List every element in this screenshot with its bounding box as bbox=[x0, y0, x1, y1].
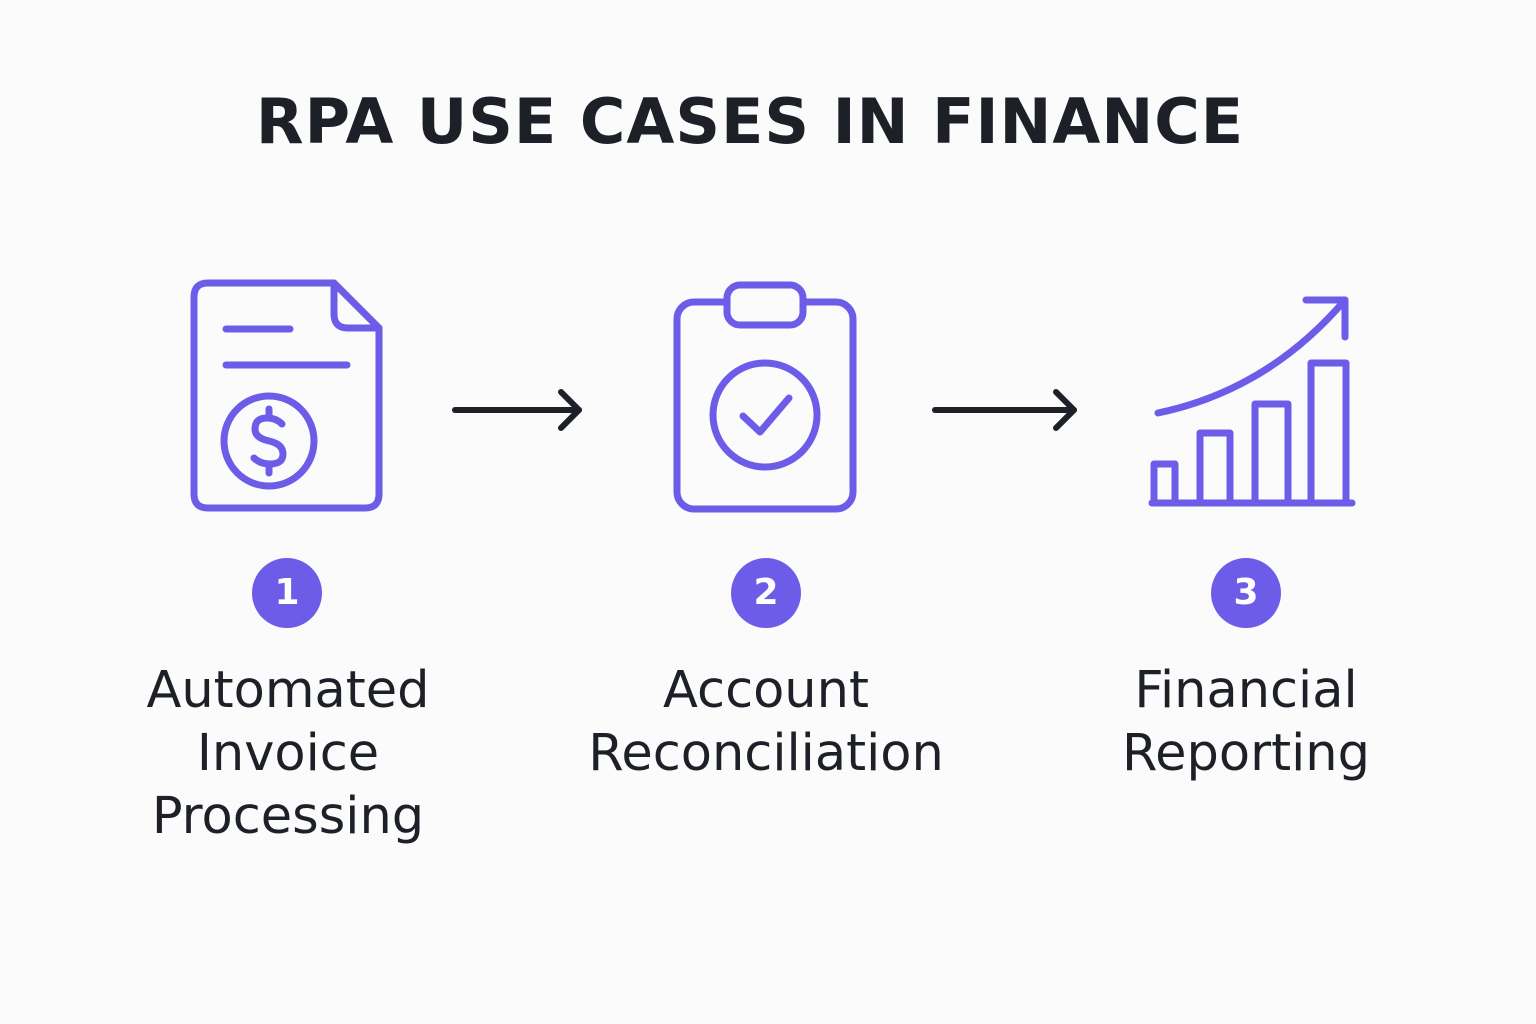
step-label-line: Processing bbox=[151, 787, 425, 846]
clipboard-check-icon bbox=[673, 281, 857, 513]
step-label-line: Automated bbox=[146, 661, 430, 720]
invoice-dollar-icon bbox=[190, 279, 383, 512]
step-label-line: Invoice bbox=[196, 724, 380, 783]
step-number-badge: 2 bbox=[731, 558, 801, 628]
growth-chart-icon bbox=[1148, 296, 1356, 507]
step-label-line: Reporting bbox=[1122, 724, 1370, 783]
step-label-line: Reconciliation bbox=[588, 724, 944, 783]
page-title: RPA USE CASES IN FINANCE bbox=[255, 85, 1245, 158]
step-label: Financial Reporting bbox=[1036, 659, 1456, 785]
step-number-badge: 1 bbox=[252, 558, 322, 628]
arrow-right-icon bbox=[452, 389, 582, 431]
step-number-badge: 3 bbox=[1211, 558, 1281, 628]
step-label-line: Financial bbox=[1134, 661, 1358, 720]
step-label: Automated Invoice Processing bbox=[78, 659, 498, 848]
step-label: Account Reconciliation bbox=[556, 659, 976, 785]
arrow-right-icon bbox=[932, 389, 1077, 431]
step-label-line: Account bbox=[663, 661, 869, 720]
